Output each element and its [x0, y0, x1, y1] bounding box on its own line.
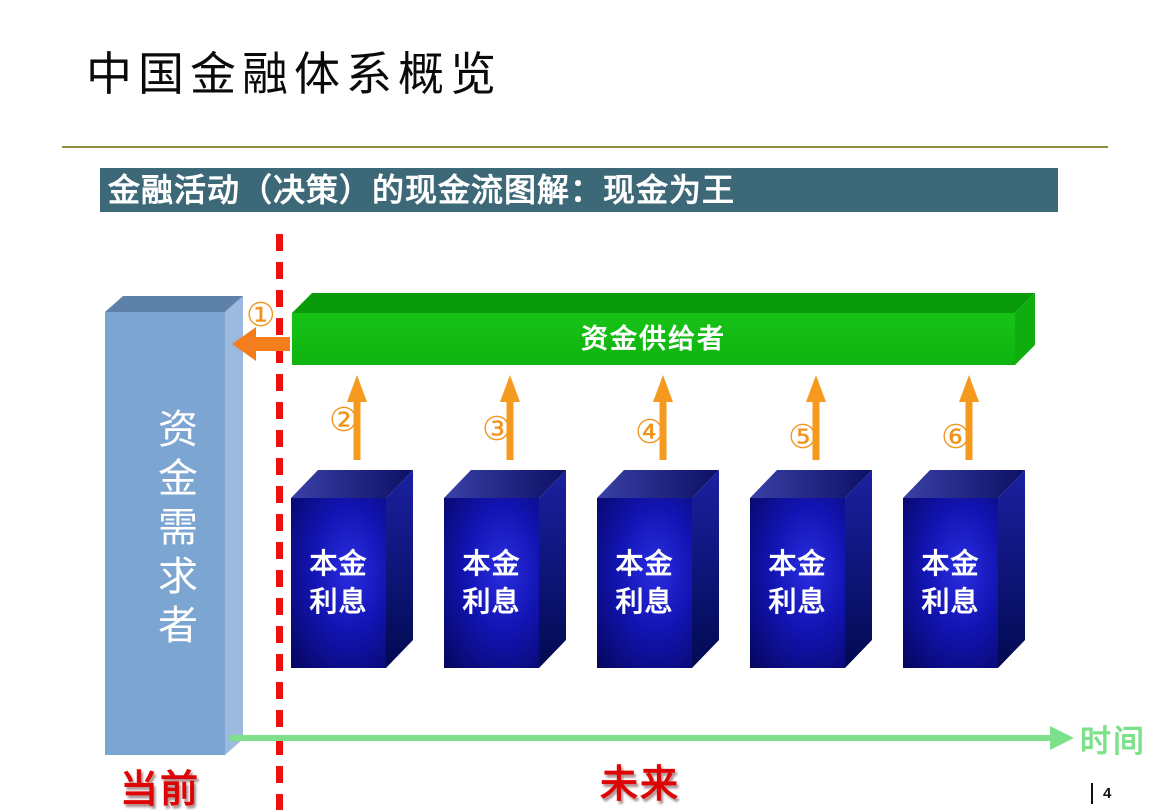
future-label: 未来 — [600, 764, 681, 806]
payment-box: 本金 利息 — [444, 498, 539, 668]
payment-label-line2: 利息 — [462, 586, 521, 617]
demander-column — [105, 312, 225, 755]
now-divider-dashed-line — [276, 234, 283, 810]
supplier-bar-top-face — [292, 293, 1035, 313]
demander-column-top-face — [105, 296, 243, 312]
supplier-bar-side-face — [1015, 293, 1035, 365]
title-divider-line — [62, 146, 1108, 148]
page-title: 中国金融体系概览 — [86, 49, 502, 100]
page-number: 4 — [1103, 785, 1112, 802]
payment-label-line1: 本金 — [768, 548, 827, 580]
payment-box-side-face — [692, 470, 719, 668]
payment-box-side-face — [845, 470, 872, 668]
payment-label-line2: 利息 — [615, 586, 674, 617]
supplier-bar: 资金供给者 — [292, 313, 1015, 365]
demander-label: 资金需求者 — [152, 408, 197, 653]
payment-box: 本金 利息 — [750, 498, 845, 668]
section-banner: 金融活动（决策）的现金流图解：现金为王 — [100, 168, 1058, 212]
payment-label-line1: 本金 — [615, 548, 674, 580]
payment-label-line2: 利息 — [921, 586, 980, 617]
payment-label-line1: 本金 — [921, 548, 980, 580]
payment-box: 本金 利息 — [597, 498, 692, 668]
demander-column-side-face — [225, 296, 243, 755]
payment-label-line2: 利息 — [309, 586, 368, 617]
payment-group-1: ② 本金 利息 — [291, 375, 413, 668]
payment-box-side-face — [386, 470, 413, 668]
payment-box: 本金 利息 — [903, 498, 998, 668]
flow-number-1: ① — [246, 295, 276, 334]
payment-group-5: ⑥ 本金 利息 — [903, 375, 1025, 668]
footer-divider — [1091, 783, 1093, 804]
now-label: 当前 — [120, 769, 201, 810]
payment-group-3: ④ 本金 利息 — [597, 375, 719, 668]
payment-box-side-face — [539, 470, 566, 668]
payment-group-4: ⑤ 本金 利息 — [750, 375, 872, 668]
time-axis-arrowhead-icon — [1050, 726, 1074, 750]
time-axis-label: 时间 — [1080, 724, 1146, 759]
payment-label-line1: 本金 — [462, 548, 521, 580]
time-axis-line — [230, 735, 1052, 741]
payment-box-side-face — [998, 470, 1025, 668]
payment-label-line2: 利息 — [768, 586, 827, 617]
payment-group-2: ③ 本金 利息 — [444, 375, 566, 668]
payment-label-line1: 本金 — [309, 548, 368, 580]
payment-box: 本金 利息 — [291, 498, 386, 668]
